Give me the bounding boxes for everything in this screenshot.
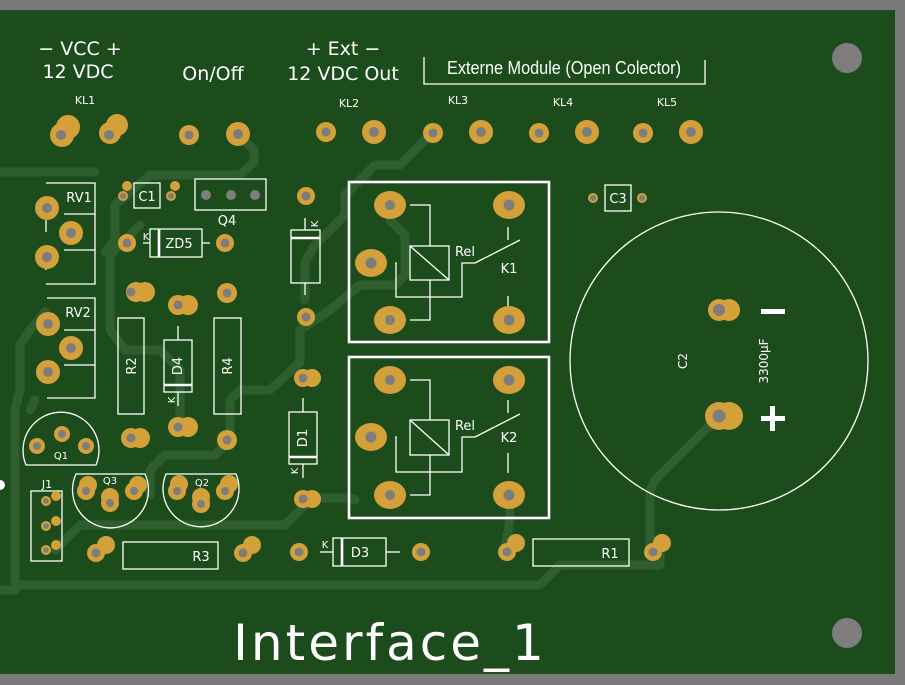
- trace: [225, 357, 305, 445]
- terminal-pads: [50, 114, 703, 147]
- k2-relay[interactable]: Rel K2: [347, 355, 551, 520]
- rv1-label: RV1: [66, 191, 92, 206]
- kl5-pad[interactable]: [633, 123, 653, 143]
- k1-relay[interactable]: Rel K1: [347, 180, 551, 344]
- d4-label: D4: [171, 357, 186, 375]
- c3-label: C3: [609, 192, 626, 207]
- q2-transistor[interactable]: Q2: [162, 473, 240, 528]
- d1-label: D1: [296, 429, 311, 447]
- r3-resistor[interactable]: R3: [87, 536, 261, 570]
- j1-label: J1: [41, 478, 52, 491]
- q3-label: Q3: [103, 476, 117, 487]
- kl2-label: KL2: [339, 97, 359, 110]
- frame-top: [0, 0, 905, 10]
- r4-label: R4: [221, 357, 236, 374]
- c3-capacitor[interactable]: C3: [588, 184, 647, 212]
- q4-transistor[interactable]: Q4: [194, 178, 267, 229]
- q4-label: Q4: [218, 214, 237, 229]
- board-title: Interface_1: [233, 614, 547, 672]
- r4-resistor[interactable]: R4: [213, 317, 242, 415]
- cathode-mark: K: [290, 467, 301, 474]
- plus-sign-icon-vertical: [770, 406, 775, 431]
- trace: [300, 128, 437, 305]
- externe-module-label: Externe Module (Open Colector): [447, 58, 681, 78]
- cathode-mark: K: [143, 232, 150, 243]
- cathode-mark: K: [310, 220, 321, 227]
- q1-transistor[interactable]: Q1: [22, 411, 100, 466]
- trace: [645, 412, 723, 550]
- c2-capacitor[interactable]: C2 3300µF: [569, 211, 869, 511]
- onoff-pad[interactable]: [226, 122, 250, 146]
- zd5-label: ZD5: [165, 237, 192, 252]
- mounting-hole: [832, 618, 862, 648]
- k1-label: K1: [501, 262, 518, 277]
- zd5-zener-diode[interactable]: K ZD5: [118, 228, 234, 258]
- kl2-pad[interactable]: [362, 120, 386, 144]
- c1-label: C1: [138, 190, 155, 205]
- diode-vertical[interactable]: K: [290, 187, 321, 326]
- q3-transistor[interactable]: Q3: [71, 473, 150, 529]
- k2-rel-label: Rel: [455, 419, 475, 434]
- ext-label: + Ext −: [306, 38, 381, 60]
- c1-capacitor[interactable]: C1: [118, 181, 180, 209]
- rv2-potentiometer[interactable]: RV2: [36, 297, 96, 399]
- kl3-label: KL3: [448, 94, 468, 107]
- d4-diode[interactable]: D4 K: [163, 326, 193, 406]
- kl4-label: KL4: [553, 96, 573, 109]
- cathode-mark: K: [167, 396, 178, 403]
- kl3-pad[interactable]: [469, 120, 493, 144]
- frame-right: [895, 0, 905, 685]
- k2-label: K2: [501, 431, 518, 446]
- kl1-pad[interactable]: [50, 115, 80, 147]
- j1-connector[interactable]: J1: [30, 478, 63, 562]
- trace: [145, 435, 235, 500]
- kl1-pad[interactable]: [99, 114, 128, 144]
- kl5-pad[interactable]: [679, 120, 703, 144]
- onoff-pad[interactable]: [179, 125, 199, 145]
- r2-label: R2: [125, 357, 140, 374]
- r1-resistor[interactable]: R1: [498, 534, 671, 567]
- vcc-label: − VCC +: [38, 38, 121, 60]
- kl5-label: KL5: [657, 96, 677, 109]
- fiducial-mark: [0, 480, 5, 490]
- minus-sign-icon: [761, 309, 785, 314]
- onoff-label: On/Off: [182, 63, 244, 85]
- q2-label: Q2: [195, 478, 209, 489]
- r3-label: R3: [192, 550, 209, 565]
- k1-rel-label: Rel: [455, 245, 475, 260]
- trace: [10, 307, 665, 590]
- trace: [100, 128, 259, 257]
- kl1-label: KL1: [75, 94, 95, 107]
- frame-bottom: [0, 674, 905, 685]
- ext-voltage-label: 12 VDC Out: [287, 63, 399, 85]
- c2-value-label: 3300µF: [757, 338, 771, 383]
- r2-resistor[interactable]: R2: [117, 317, 145, 415]
- kl3-pad[interactable]: [423, 123, 443, 143]
- r1-label: R1: [601, 547, 618, 562]
- cathode-mark: K: [322, 540, 329, 551]
- d3-diode[interactable]: K D3: [290, 537, 430, 567]
- traces: [0, 128, 723, 595]
- trace: [25, 395, 40, 415]
- rv1-potentiometer[interactable]: RV1: [35, 182, 96, 285]
- mounting-hole: [832, 43, 862, 73]
- externe-module-bracket: [423, 57, 706, 85]
- kl4-pad[interactable]: [529, 123, 549, 143]
- misc-pads: [121, 282, 237, 450]
- d3-label: D3: [351, 546, 369, 561]
- rv2-label: RV2: [65, 306, 91, 321]
- kl4-pad[interactable]: [575, 120, 599, 144]
- vcc-voltage-label: 12 VDC: [42, 61, 113, 83]
- c2-label: C2: [676, 353, 690, 369]
- trace: [105, 220, 185, 425]
- d1-diode[interactable]: D1 K: [288, 369, 321, 508]
- q1-label: Q1: [54, 451, 68, 462]
- kl2-pad[interactable]: [316, 122, 336, 142]
